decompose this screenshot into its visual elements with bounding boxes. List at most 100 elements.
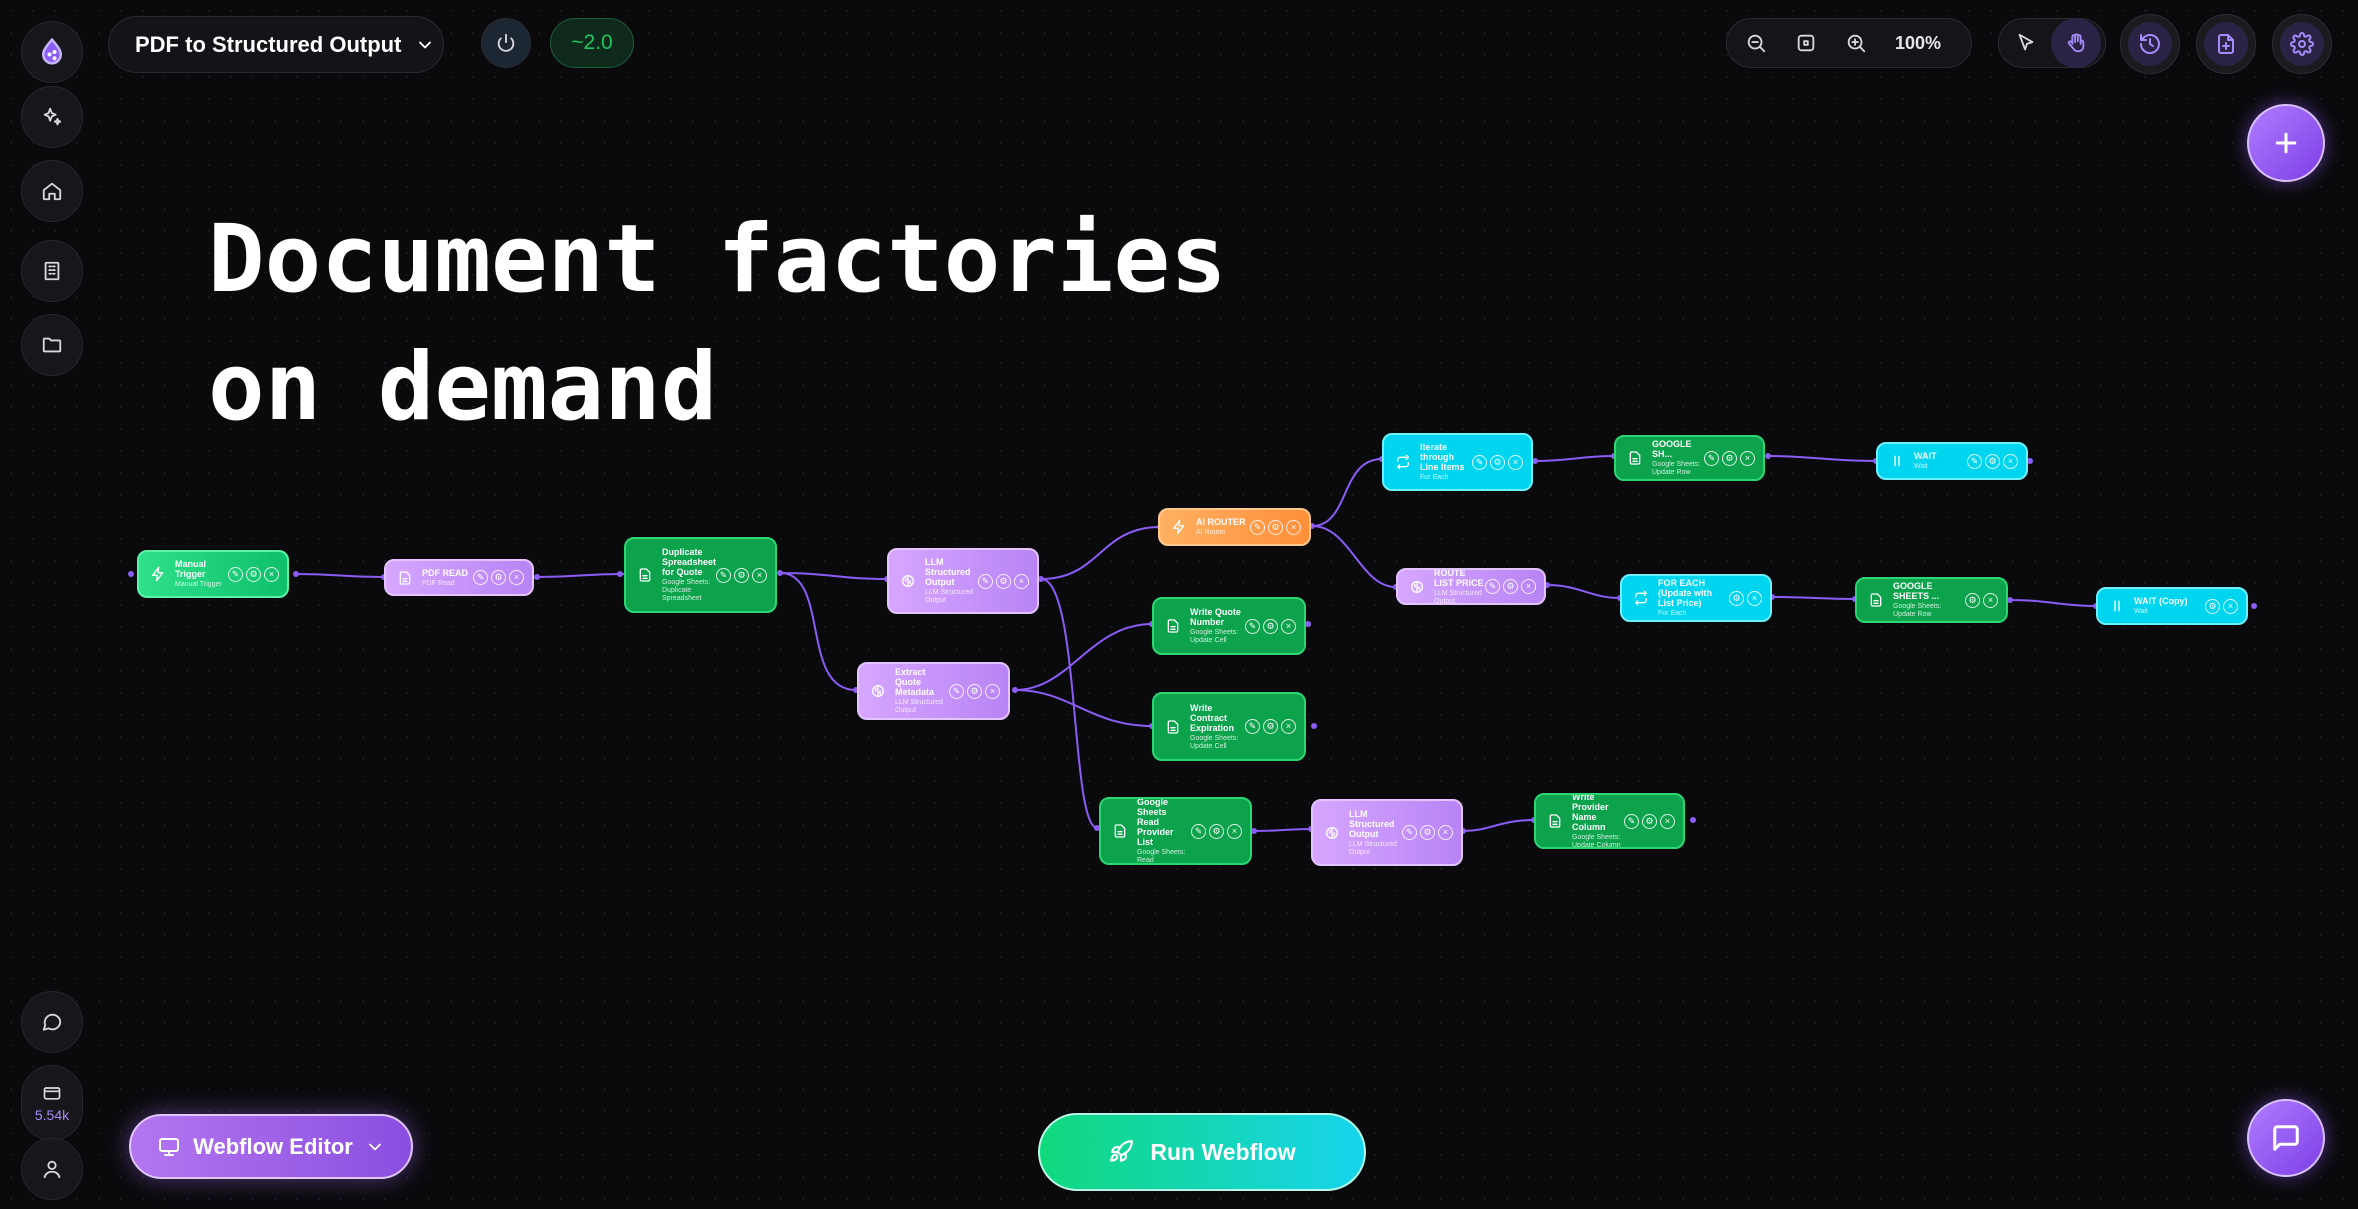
pan-mode-button[interactable] <box>2051 18 2101 68</box>
node-settings-icon[interactable]: ⚙ <box>1503 579 1518 594</box>
sidebar-home-button[interactable] <box>21 160 83 222</box>
fit-view-button[interactable] <box>1781 18 1831 68</box>
node-delete-icon[interactable]: × <box>1286 519 1301 535</box>
node-delete-icon[interactable]: × <box>985 683 1000 699</box>
workflow-node-for-each-list-price[interactable]: FOR EACH (Update with List Price)For Eac… <box>1620 574 1772 622</box>
node-delete-icon[interactable]: × <box>2223 598 2238 614</box>
node-edit-icon[interactable]: ✎ <box>1485 579 1500 594</box>
node-settings-icon[interactable]: ⚙ <box>996 573 1011 589</box>
zap-icon <box>1173 519 1185 535</box>
assistant-chat-button[interactable] <box>2247 1099 2325 1177</box>
node-edit-icon[interactable]: ✎ <box>949 683 964 699</box>
node-edit-icon[interactable]: ✎ <box>1245 719 1260 734</box>
sidebar-files-button[interactable] <box>21 314 83 376</box>
node-delete-icon[interactable]: × <box>752 567 767 583</box>
node-subtitle: Google Sheets: Update Column <box>1572 834 1621 849</box>
node-delete-icon[interactable]: × <box>509 570 524 585</box>
add-node-button[interactable] <box>2247 104 2325 182</box>
sheets-icon <box>1167 719 1179 734</box>
node-delete-icon[interactable]: × <box>1508 454 1523 470</box>
node-edit-icon[interactable]: ✎ <box>1245 618 1260 634</box>
node-settings-icon[interactable]: ⚙ <box>734 567 749 583</box>
node-delete-icon[interactable]: × <box>2003 453 2018 469</box>
node-delete-icon[interactable]: × <box>1747 590 1762 606</box>
workflow-node-wait-copy[interactable]: WAIT (Copy)Wait ⚙× <box>2096 587 2248 625</box>
node-edit-icon[interactable]: ✎ <box>228 566 243 582</box>
node-settings-icon[interactable]: ⚙ <box>1642 813 1657 829</box>
node-delete-icon[interactable]: × <box>1281 719 1296 734</box>
node-delete-icon[interactable]: × <box>1438 825 1453 840</box>
node-delete-icon[interactable]: × <box>1227 823 1242 839</box>
pause-icon <box>1894 455 1900 467</box>
workflow-selector[interactable]: PDF to Structured Output <box>108 16 444 73</box>
node-subtitle: LLM Structured Output <box>1434 589 1482 605</box>
node-edit-icon[interactable]: ✎ <box>1250 519 1265 535</box>
node-delete-icon[interactable]: × <box>1660 813 1675 829</box>
select-mode-button[interactable] <box>2001 18 2051 68</box>
new-document-button[interactable] <box>2196 14 2256 74</box>
node-delete-icon[interactable]: × <box>1521 579 1536 594</box>
power-toggle-button[interactable] <box>481 18 531 68</box>
node-edit-icon[interactable]: ✎ <box>1967 453 1982 469</box>
node-edit-icon[interactable]: ✎ <box>1704 450 1719 466</box>
run-webflow-button[interactable]: Run Webflow <box>1038 1113 1366 1191</box>
sidebar-profile-button[interactable] <box>21 1138 83 1200</box>
node-subtitle: Google Sheets: Update Row <box>1893 603 1942 618</box>
node-settings-icon[interactable]: ⚙ <box>1965 592 1980 608</box>
sidebar-ai-button[interactable] <box>21 86 83 148</box>
node-delete-icon[interactable]: × <box>1014 573 1029 589</box>
node-settings-icon[interactable]: ⚙ <box>491 570 506 585</box>
node-settings-icon[interactable]: ⚙ <box>1263 719 1278 734</box>
webflow-editor-menu[interactable]: Webflow Editor <box>129 1114 413 1179</box>
sidebar-chat-button[interactable] <box>21 991 83 1053</box>
app-logo[interactable] <box>21 21 83 83</box>
node-settings-icon[interactable]: ⚙ <box>1420 825 1435 840</box>
node-settings-icon[interactable]: ⚙ <box>246 566 261 582</box>
node-settings-icon[interactable]: ⚙ <box>1268 519 1283 535</box>
settings-button[interactable] <box>2272 14 2332 74</box>
run-label: Run Webflow <box>1150 1138 1296 1165</box>
node-delete-icon[interactable]: × <box>264 566 279 582</box>
zoom-in-button[interactable] <box>1831 18 1881 68</box>
workflow-node-google-sheets-update[interactable]: GOOGLE SH...Google Sheets: Update Row ✎⚙… <box>1614 435 1765 481</box>
credits-balance[interactable]: 5.54k <box>21 1065 83 1141</box>
node-settings-icon[interactable]: ⚙ <box>1722 450 1737 466</box>
node-settings-icon[interactable]: ⚙ <box>1985 453 2000 469</box>
sidebar-organization-button[interactable] <box>21 240 83 302</box>
node-settings-icon[interactable]: ⚙ <box>2205 598 2220 614</box>
node-delete-icon[interactable]: × <box>1281 618 1296 634</box>
node-edit-icon[interactable]: ✎ <box>978 573 993 589</box>
node-edit-icon[interactable]: ✎ <box>1624 813 1639 829</box>
node-settings-icon[interactable]: ⚙ <box>1729 590 1744 606</box>
node-delete-icon[interactable]: × <box>1983 592 1998 608</box>
node-settings-icon[interactable]: ⚙ <box>967 683 982 699</box>
node-delete-icon[interactable]: × <box>1740 450 1755 466</box>
node-settings-icon[interactable]: ⚙ <box>1263 618 1278 634</box>
hand-icon <box>2067 33 2085 53</box>
node-edit-icon[interactable]: ✎ <box>1402 825 1417 840</box>
node-edit-icon[interactable]: ✎ <box>473 570 488 585</box>
version-badge[interactable]: ~2.0 <box>550 18 634 68</box>
node-settings-icon[interactable]: ⚙ <box>1490 454 1505 470</box>
node-settings-icon[interactable]: ⚙ <box>1209 823 1224 839</box>
workflow-node-google-sheets-update-2[interactable]: GOOGLE SHEETS ...Google Sheets: Update R… <box>1855 577 2008 623</box>
zoom-out-button[interactable] <box>1731 18 1781 68</box>
history-button[interactable] <box>2120 14 2180 74</box>
node-edit-icon[interactable]: ✎ <box>1472 454 1487 470</box>
node-edit-icon[interactable]: ✎ <box>716 567 731 583</box>
node-edit-icon[interactable]: ✎ <box>1191 823 1206 839</box>
